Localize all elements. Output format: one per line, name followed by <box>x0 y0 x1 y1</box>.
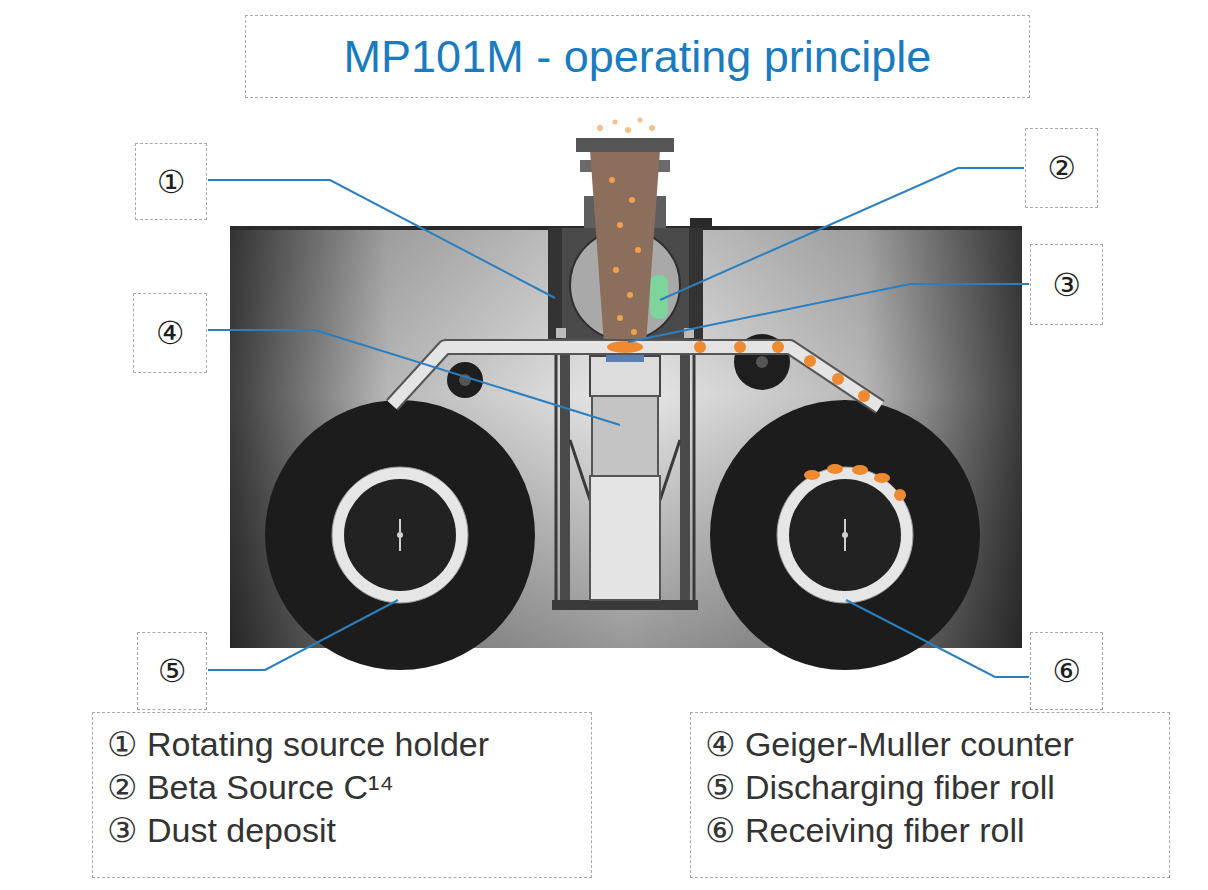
title-box: MP101M - operating principle <box>245 15 1030 98</box>
callout-box: ⑤ <box>137 632 207 710</box>
legend-text: ① Rotating source holder <box>107 723 489 766</box>
legend-text: ⑤ Discharging fiber roll <box>705 766 1055 809</box>
callout-number: ⑥ <box>1052 655 1081 687</box>
legend-row: ④ Geiger-Muller counter <box>705 723 1169 766</box>
detector-frame <box>552 340 698 610</box>
legend-box: ④ Geiger-Muller counter⑤ Discharging fib… <box>690 712 1170 878</box>
legend-row: ⑥ Receiving fiber roll <box>705 809 1169 852</box>
callout-number: ③ <box>1052 269 1081 301</box>
callout-number: ② <box>1047 152 1076 184</box>
callout-box: ④ <box>133 293 207 373</box>
discharging-roll <box>265 400 535 670</box>
legend-row: ① Rotating source holder <box>107 723 591 766</box>
callout-number: ⑤ <box>158 655 187 687</box>
callout-box: ② <box>1025 128 1098 208</box>
legend-row: ⑤ Discharging fiber roll <box>705 766 1169 809</box>
title-rule <box>0 103 1208 105</box>
legend-text: ② Beta Source C¹⁴ <box>107 766 394 809</box>
callout-number: ① <box>157 166 186 198</box>
housing-tab <box>690 218 712 228</box>
callout-number: ④ <box>156 317 185 349</box>
receiving-roll <box>710 400 980 670</box>
legend-text: ③ Dust deposit <box>107 809 336 852</box>
title-text: MP101M - operating principle <box>344 31 932 83</box>
callout-box: ⑥ <box>1030 632 1103 710</box>
dust-spots <box>694 341 870 402</box>
legend-box: ① Rotating source holder② Beta Source C¹… <box>92 712 592 878</box>
geiger-muller-counter <box>590 352 660 600</box>
callout-box: ③ <box>1030 244 1103 325</box>
legend-row: ③ Dust deposit <box>107 809 591 852</box>
legend-text: ⑥ Receiving fiber roll <box>705 809 1025 852</box>
dust-deposit <box>607 341 643 353</box>
legend-text: ④ Geiger-Muller counter <box>705 723 1074 766</box>
right-pulley-hub <box>756 356 768 368</box>
legend-row: ② Beta Source C¹⁴ <box>107 766 591 809</box>
leader-lines <box>208 168 1029 677</box>
inlet-tube <box>576 118 674 345</box>
callout-box: ① <box>135 143 207 220</box>
